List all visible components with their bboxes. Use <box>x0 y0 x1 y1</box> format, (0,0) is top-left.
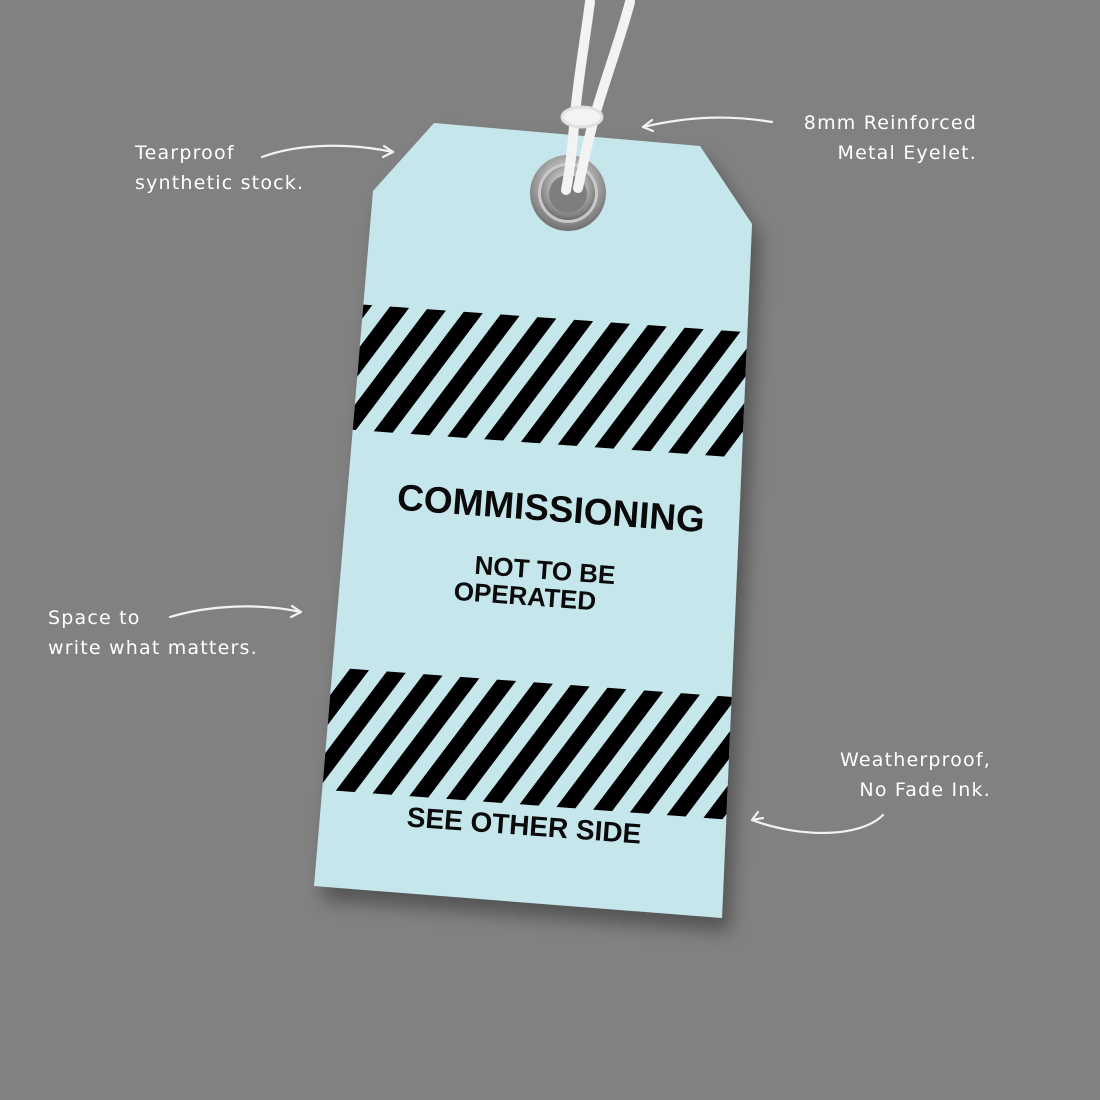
annotation-text: write what matters. <box>48 637 258 659</box>
annotation-text: Tearproof <box>135 142 235 164</box>
hazard-stripe-top <box>314 300 752 462</box>
hazard-stripe-bottom <box>314 665 752 825</box>
annotation-text: No Fade Ink. <box>859 779 991 801</box>
annotation-text: 8mm Reinforced <box>803 112 977 134</box>
arrow-right-icon <box>168 604 303 619</box>
annotation-eyelet: 8mm Reinforced Metal Eyelet. <box>804 108 977 168</box>
arrow-right-icon <box>260 144 395 159</box>
annotation-text: Weatherproof, <box>839 749 991 771</box>
annotation-text: Space to <box>48 607 141 629</box>
annotation-weatherproof: Weatherproof, No Fade Ink. <box>840 745 991 805</box>
arrow-left-icon <box>641 116 774 133</box>
annotation-tearproof: Tearproof synthetic stock. <box>135 138 304 198</box>
string-loop-icon <box>560 0 635 195</box>
annotation-text: Metal Eyelet. <box>837 142 977 164</box>
annotation-space: Space to write what matters. <box>48 603 258 663</box>
annotation-text: synthetic stock. <box>135 172 305 194</box>
arrow-left-icon <box>750 810 885 834</box>
